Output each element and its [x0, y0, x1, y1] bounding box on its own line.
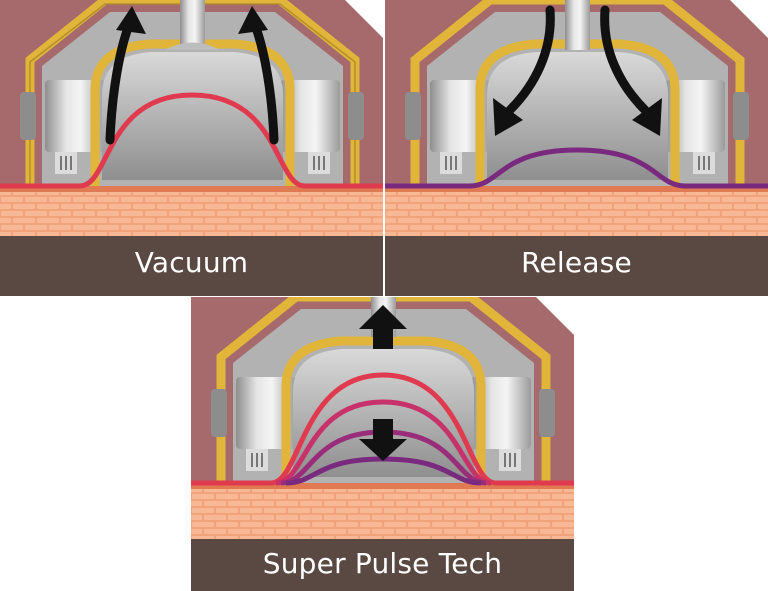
tissue-wave	[385, 147, 768, 189]
housing-outline	[410, 0, 745, 190]
curved-down-arrow-icon	[600, 5, 650, 115]
curved-down-arrow-icon	[505, 5, 555, 115]
right-cylinder	[280, 80, 340, 152]
caption-vacuum: Vacuum	[134, 246, 249, 279]
down-arrow-icon	[373, 419, 393, 441]
dome	[102, 52, 283, 180]
caption-release: Release	[521, 246, 632, 279]
tissue-wave	[275, 399, 492, 486]
skin-layer	[191, 489, 574, 539]
tissue-wave	[0, 92, 383, 189]
dome	[293, 349, 474, 477]
stem	[180, 0, 205, 50]
caption-bar: Release	[385, 236, 768, 296]
tissue-wave	[191, 372, 574, 486]
right-cylinder	[665, 80, 725, 152]
panel-release: Release	[385, 0, 768, 296]
caption-bar: Vacuum	[0, 236, 383, 296]
stem	[565, 0, 590, 50]
left-cylinder	[236, 377, 296, 449]
right-cylinder	[471, 377, 531, 449]
vacuum-illustration	[0, 0, 383, 236]
panel-super-pulse: Super Pulse Tech	[191, 297, 574, 591]
left-cylinder	[45, 80, 105, 152]
skin-layer	[385, 192, 768, 236]
housing-outline	[216, 297, 551, 487]
pulse-illustration	[191, 297, 574, 539]
curved-up-arrow-icon	[251, 23, 279, 145]
curved-up-arrow-icon	[105, 23, 133, 145]
up-arrow-icon	[373, 327, 393, 349]
caption-bar: Super Pulse Tech	[191, 539, 574, 591]
panel-vacuum: Vacuum	[0, 0, 383, 296]
release-illustration	[385, 0, 768, 236]
left-cylinder	[430, 80, 490, 152]
skin-layer	[0, 192, 383, 236]
caption-super-pulse: Super Pulse Tech	[262, 547, 503, 580]
